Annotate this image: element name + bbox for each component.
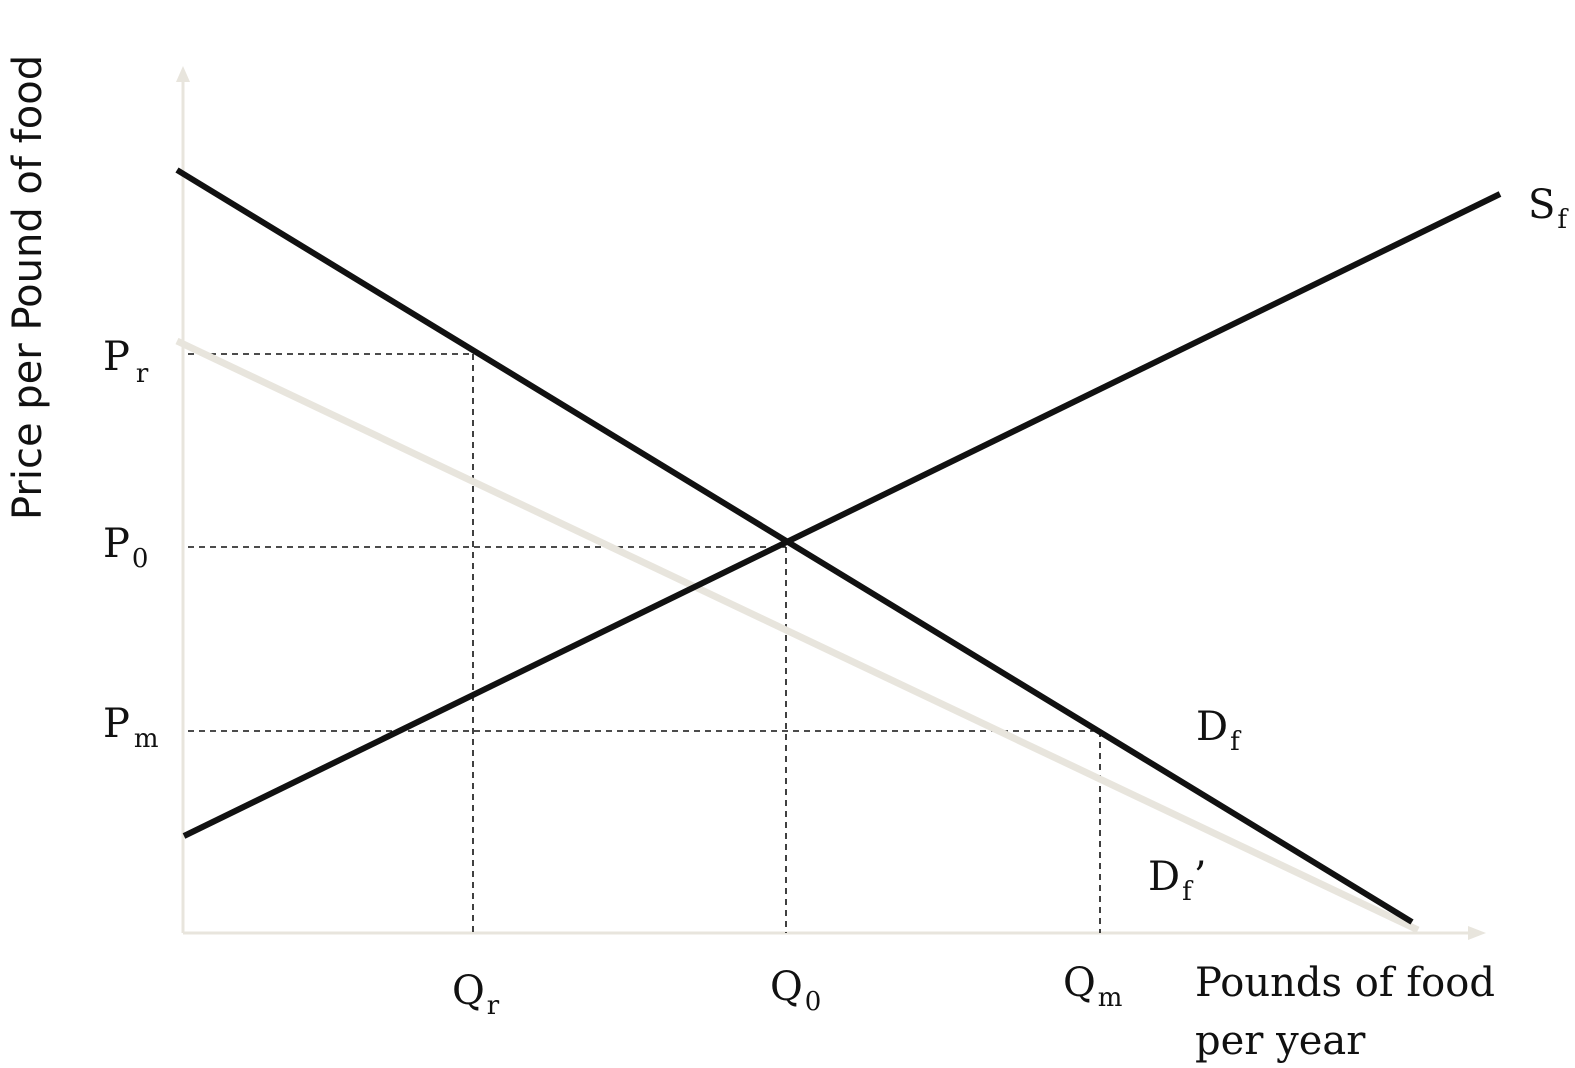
- supply-curve-label-sub: f: [1557, 205, 1569, 235]
- supply-curve-label: Sf: [1528, 182, 1569, 235]
- y-axis-title: Price per Pound of food: [5, 55, 51, 520]
- quantity-label-qr: Qr: [452, 968, 500, 1021]
- quantity-label-qr-sub: r: [487, 991, 500, 1021]
- axes: [176, 66, 1486, 940]
- quantity-label-qm-sub: m: [1098, 983, 1123, 1013]
- quantity-label-qr-main: Q: [452, 968, 485, 1014]
- price-label-p0: P0: [103, 521, 148, 574]
- x-axis-arrow: [1468, 926, 1486, 940]
- shifted-demand-curve-label-sub: f: [1182, 877, 1194, 907]
- demand-curve-label: Df: [1196, 704, 1242, 757]
- shifted-demand-curve: [175, 337, 1420, 934]
- quantity-label-q0-sub: 0: [805, 987, 822, 1017]
- quantity-label-q0-main: Q: [770, 964, 803, 1010]
- y-axis-arrow: [176, 66, 190, 82]
- price-label-pr-sub: r: [136, 359, 149, 389]
- shifted-demand-curve-label-main: D: [1148, 854, 1180, 900]
- quantity-label-q0: Q0: [770, 964, 821, 1017]
- price-label-pr-main: P: [103, 334, 130, 380]
- x-axis-title: Pounds of food per year: [1195, 960, 1508, 1064]
- price-label-pm-sub: m: [134, 724, 159, 754]
- quantity-label-qm-main: Q: [1063, 960, 1096, 1006]
- price-label-p0-sub: 0: [132, 544, 149, 574]
- shifted-demand-curve-label-prime: ’: [1194, 854, 1207, 900]
- shifted-demand-curve-label: Df’: [1148, 854, 1206, 907]
- guide-lines: [188, 353, 1101, 933]
- price-label-p0-main: P: [103, 521, 130, 567]
- x-axis-title-line1: Pounds of food: [1195, 960, 1495, 1006]
- demand-curve-label-sub: f: [1230, 727, 1242, 757]
- quantity-label-qm: Qm: [1063, 960, 1122, 1013]
- demand-curve-label-main: D: [1196, 704, 1228, 750]
- supply-curve-label-main: S: [1528, 182, 1555, 228]
- demand-curve: [175, 167, 1414, 925]
- supply-curve: [182, 191, 1502, 839]
- x-axis-title-line2: per year: [1195, 1018, 1366, 1064]
- price-label-pm-main: P: [103, 701, 130, 747]
